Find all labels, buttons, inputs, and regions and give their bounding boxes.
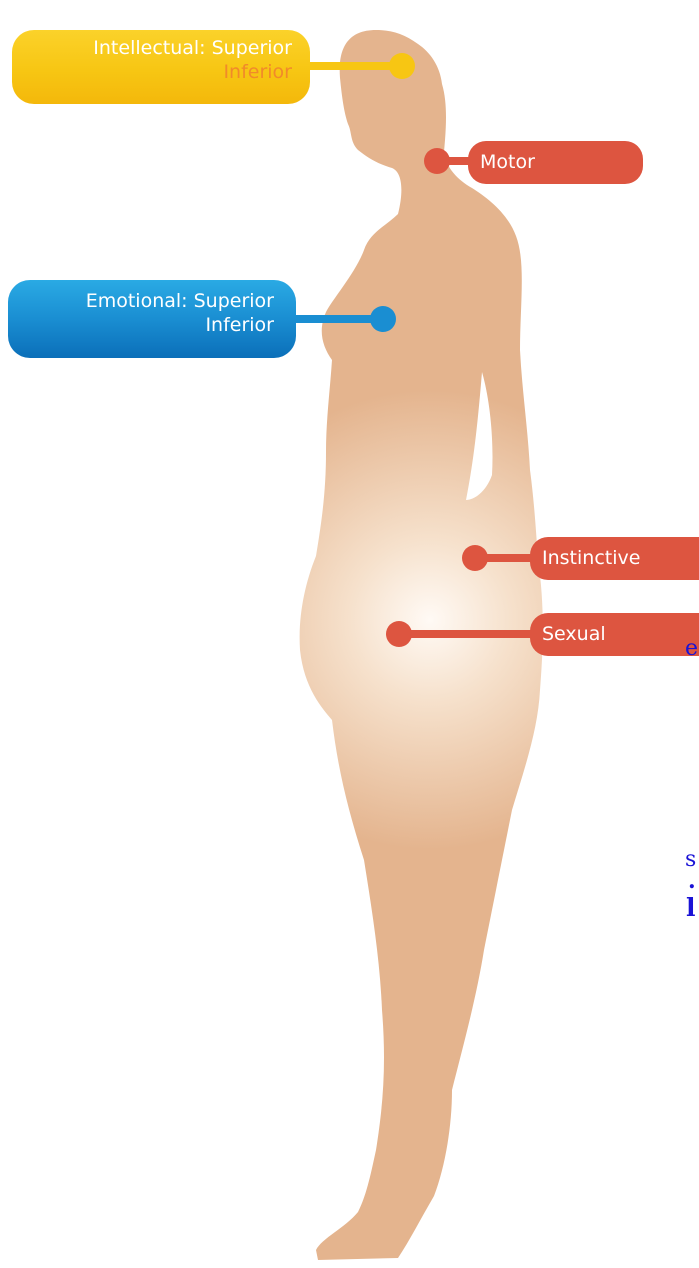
sexual-dot (386, 621, 412, 647)
edge-text-fragment-dot: . (688, 868, 696, 894)
edge-text-fragment-e: e (685, 636, 698, 661)
motor-dot (424, 148, 450, 174)
intellectual-dot (389, 53, 415, 79)
sexual-label: Sexual (530, 613, 699, 656)
intellectual-label: Intellectual: Superior Inferior (12, 30, 310, 104)
motor-label: Motor (468, 141, 643, 184)
emotional-label: Emotional: Superior Inferior (8, 280, 296, 358)
emotional-dot (370, 306, 396, 332)
intellectual-label-line2: Inferior (12, 60, 292, 84)
intellectual-label-line1: Intellectual: Superior (12, 36, 292, 60)
emotional-label-line2: Inferior (8, 313, 274, 337)
edge-text-fragment-l: l (686, 893, 696, 922)
instinctive-dot (462, 545, 488, 571)
instinctive-label: Instinctive (530, 537, 699, 580)
emotional-label-line1: Emotional: Superior (8, 289, 274, 313)
human-silhouette (300, 30, 543, 1260)
